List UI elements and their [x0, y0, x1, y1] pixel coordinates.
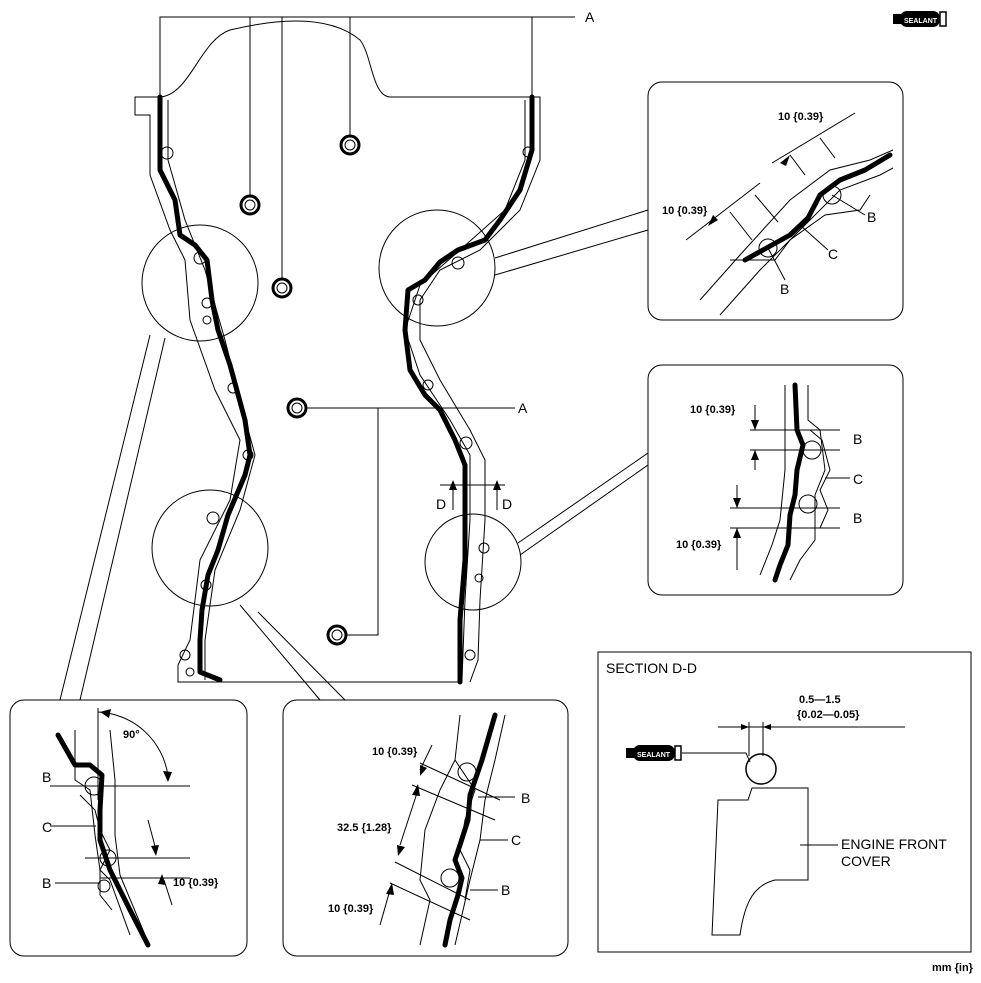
label-b-ll1: B: [42, 769, 51, 785]
dim-upper-right-b: 10 {0.39}: [662, 205, 708, 217]
angle-90-label: 90°: [123, 729, 140, 741]
label-b-lm1: B: [521, 790, 530, 806]
sealant-bead-left: [157, 94, 253, 683]
label-b-ur1: B: [867, 209, 876, 225]
dim-gap-mm: 0.5—1.5: [799, 694, 841, 706]
units-label: mm {in}: [932, 962, 974, 974]
section-d-d-title: SECTION D-D: [606, 660, 697, 676]
sealant-bead-right: [402, 94, 535, 685]
detail-callout-lines: [59, 209, 649, 701]
sealant-tube-label: SEALANT: [904, 18, 938, 25]
sealant-ring-holes: [239, 134, 361, 646]
detail-box-lower-middle: [282, 699, 569, 957]
detail-box-upper-right: [647, 81, 904, 321]
dim-lower-left: 10 {0.39}: [173, 877, 219, 889]
label-b-mr1: B: [853, 431, 862, 447]
sealant-tube-icon: SEALANT: [626, 745, 682, 761]
dim-lower-middle-325: 32.5 {1.28}: [337, 822, 392, 834]
label-b-ll2: B: [42, 875, 51, 891]
label-c-ll: C: [42, 819, 52, 835]
engine-front-cover-outline: [134, 20, 541, 683]
sealant-tube-icon: SEALANT: [893, 11, 947, 27]
label-a-mid: A: [518, 400, 528, 416]
label-d-left: D: [436, 496, 446, 512]
label-d-right: D: [502, 496, 512, 512]
label-engine-front-cover-line2: COVER: [841, 853, 891, 869]
leader-lines-a: [159, 16, 575, 636]
detail-box-lower-left: [9, 699, 248, 957]
detail-circles: [141, 209, 522, 611]
label-b-mr2: B: [853, 510, 862, 526]
label-engine-front-cover-line1: ENGINE FRONT: [841, 836, 947, 852]
dim-middle-right-a: 10 {0.39}: [690, 404, 736, 416]
label-b-lm2: B: [501, 882, 510, 898]
detail-box-middle-right: [647, 364, 904, 596]
sealant-tube-label-section: SEALANT: [637, 752, 671, 759]
label-c-ur: C: [828, 246, 838, 262]
section-d-d-box: [597, 651, 972, 953]
label-a-top: A: [585, 9, 595, 25]
section-cut-d-d: [440, 480, 505, 510]
dim-upper-right-a: 10 {0.39}: [778, 111, 824, 123]
dim-gap-in: {0.02—0.05}: [797, 709, 860, 721]
label-c-lm: C: [511, 832, 521, 848]
dim-lower-middle-a: 10 {0.39}: [372, 746, 418, 758]
dim-lower-middle-b: 10 {0.39}: [328, 903, 374, 915]
label-c-mr: C: [853, 471, 863, 487]
label-b-ur2: B: [780, 281, 789, 297]
dim-middle-right-b: 10 {0.39}: [676, 539, 722, 551]
